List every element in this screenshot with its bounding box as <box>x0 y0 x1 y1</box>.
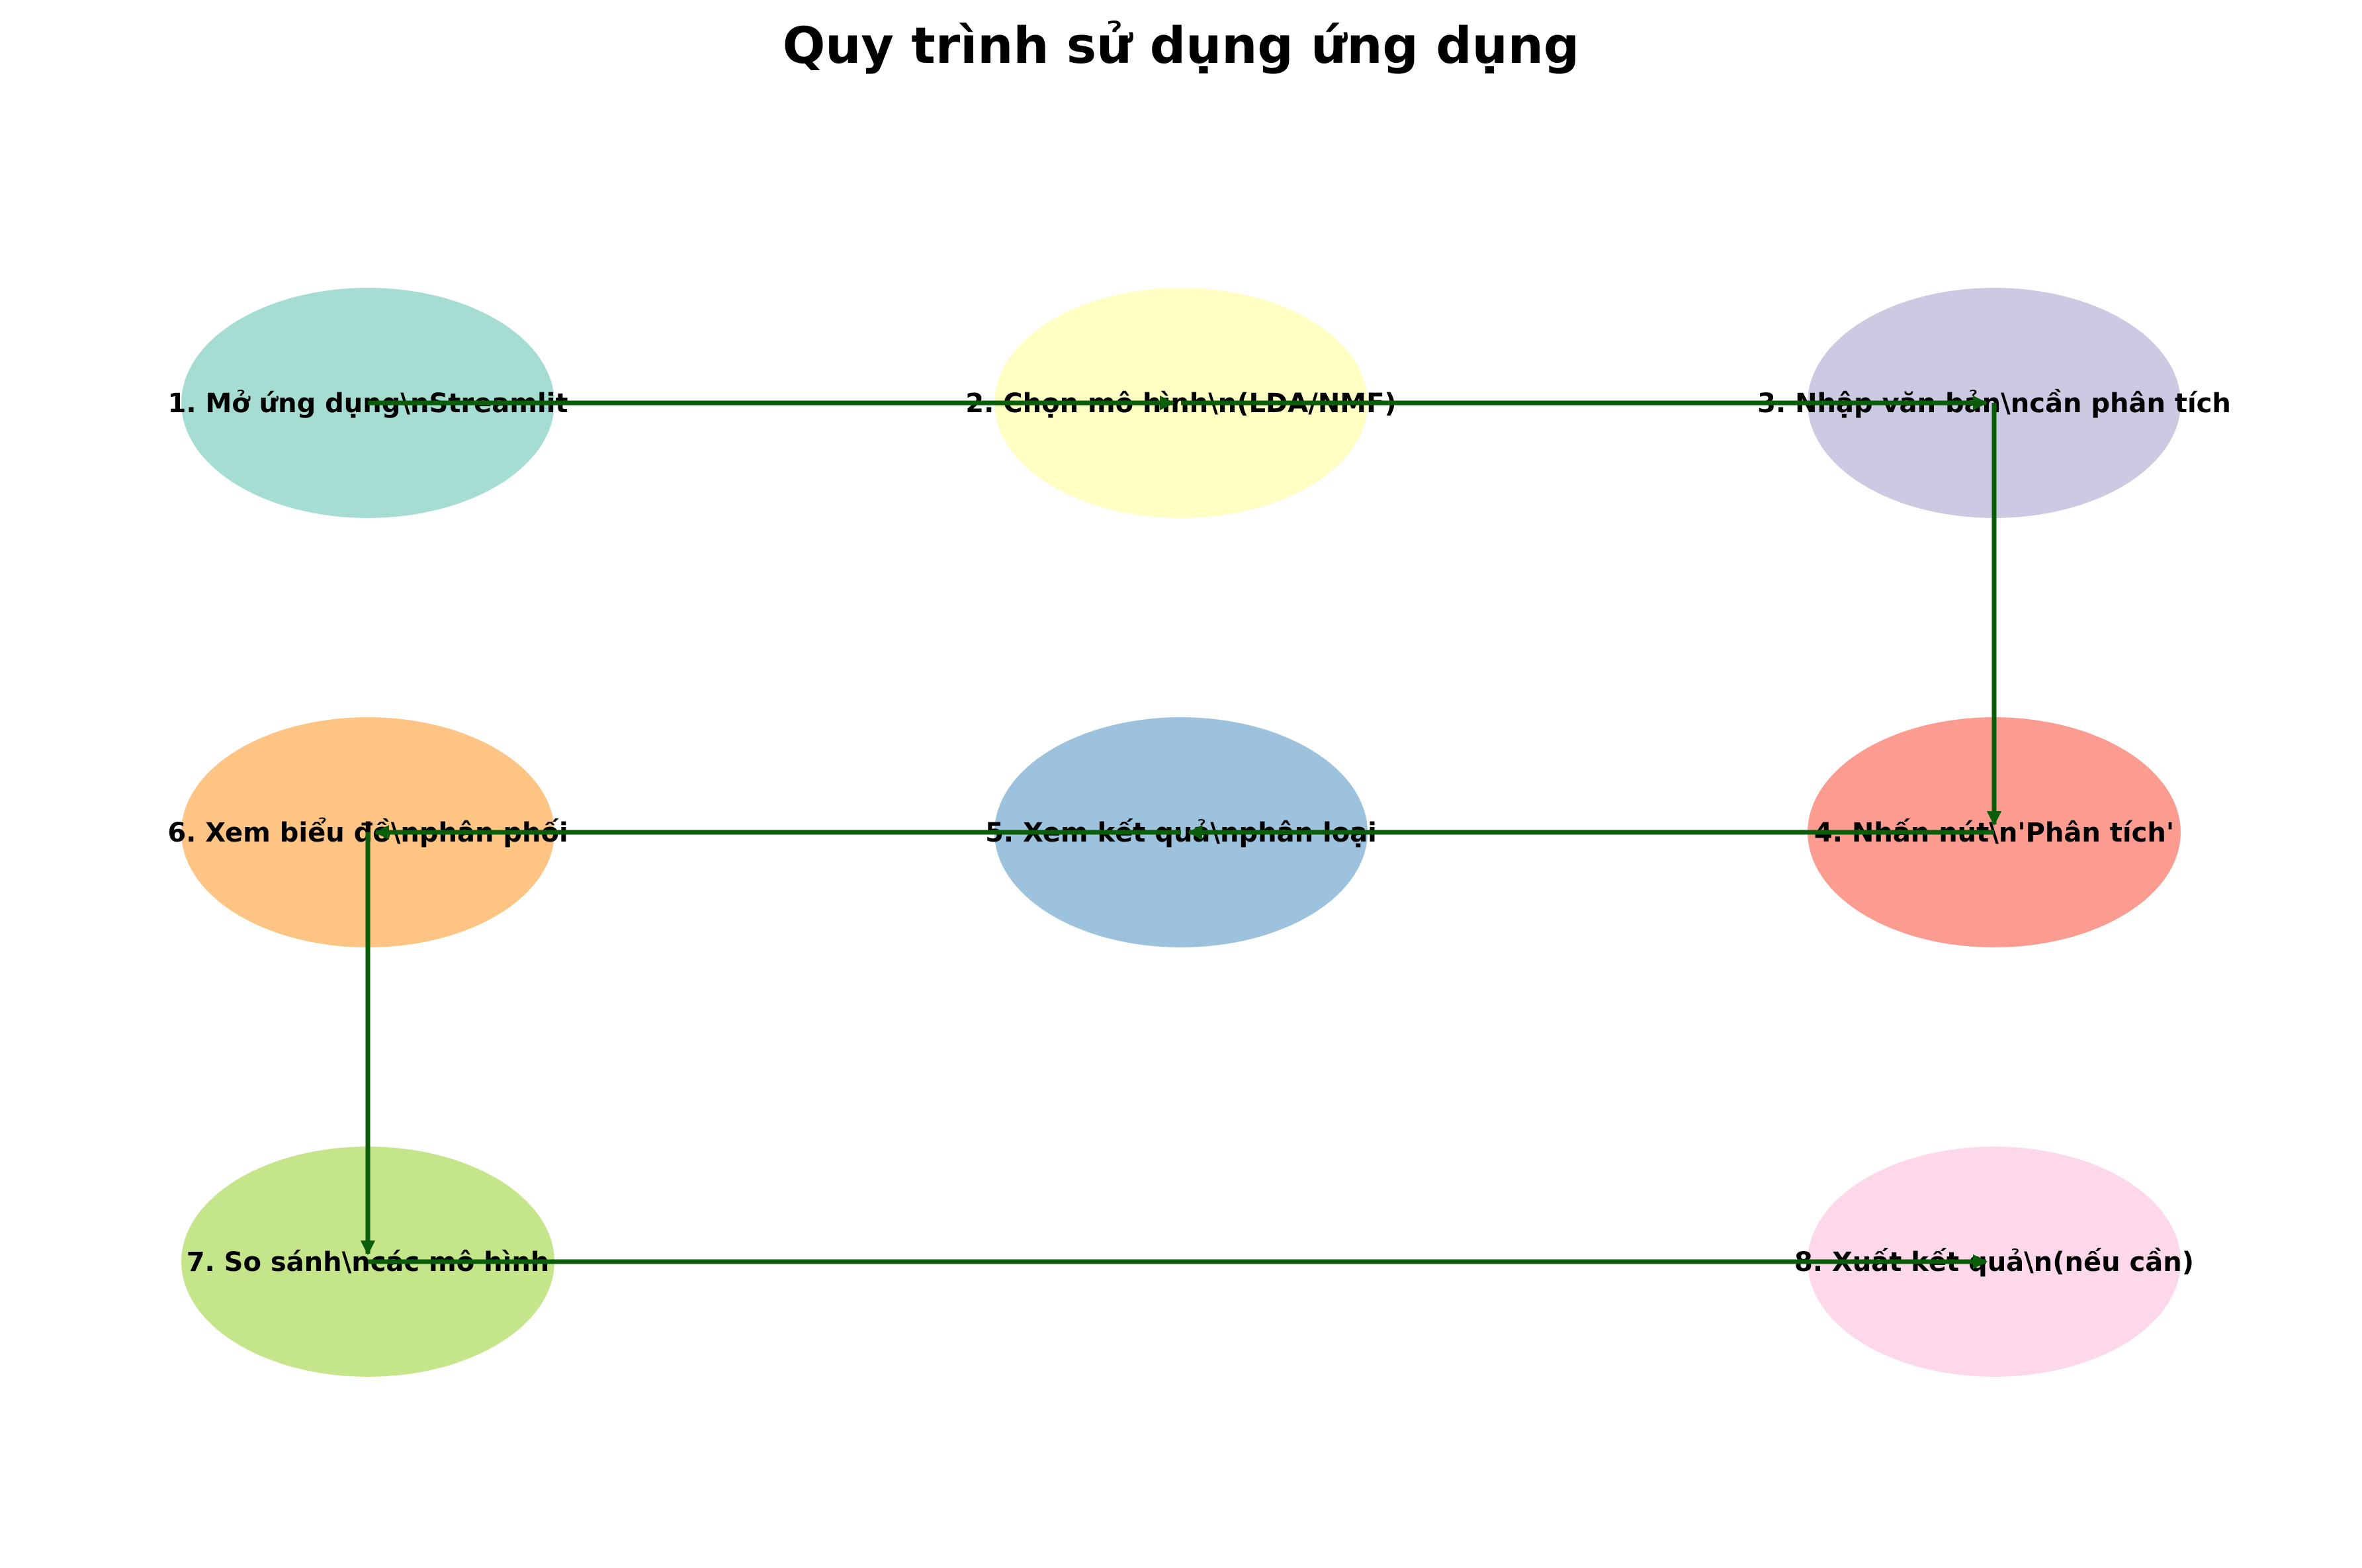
edges <box>360 395 2002 1270</box>
step-8-node <box>1808 1147 2181 1377</box>
diagram-title: Quy trình sử dụng ứng dụng <box>783 16 1580 75</box>
